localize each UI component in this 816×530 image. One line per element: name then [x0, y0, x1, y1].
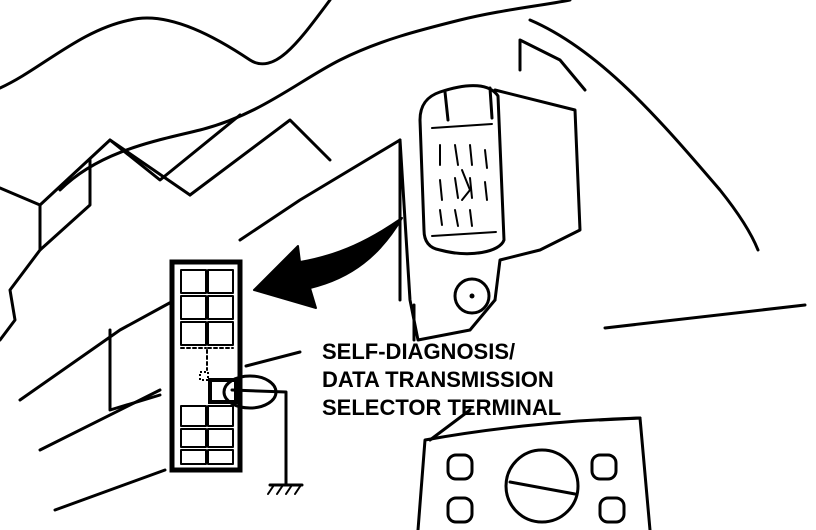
curved-arrow-icon [253, 217, 403, 309]
switch-knob [453, 277, 491, 315]
diagnostic-connector [418, 84, 506, 256]
callout-line-2: DATA TRANSMISSION [322, 367, 554, 392]
selector-terminal [199, 350, 302, 486]
fuse-box [169, 259, 243, 473]
steering-column-outline [398, 38, 807, 342]
callout-line-1: SELF-DIAGNOSIS/ [322, 339, 516, 364]
instrument-cluster [416, 408, 652, 530]
fuse-slots-middle [180, 347, 234, 371]
fuse-slots-lower [180, 405, 234, 465]
selector-terminal-label: SELF-DIAGNOSIS/ DATA TRANSMISSION SELECT… [322, 338, 561, 422]
callout-line-3: SELECTOR TERMINAL [322, 395, 562, 420]
fuse-slots-upper [180, 269, 234, 346]
ground-icon [267, 483, 304, 495]
windshield-outline [0, 0, 760, 252]
